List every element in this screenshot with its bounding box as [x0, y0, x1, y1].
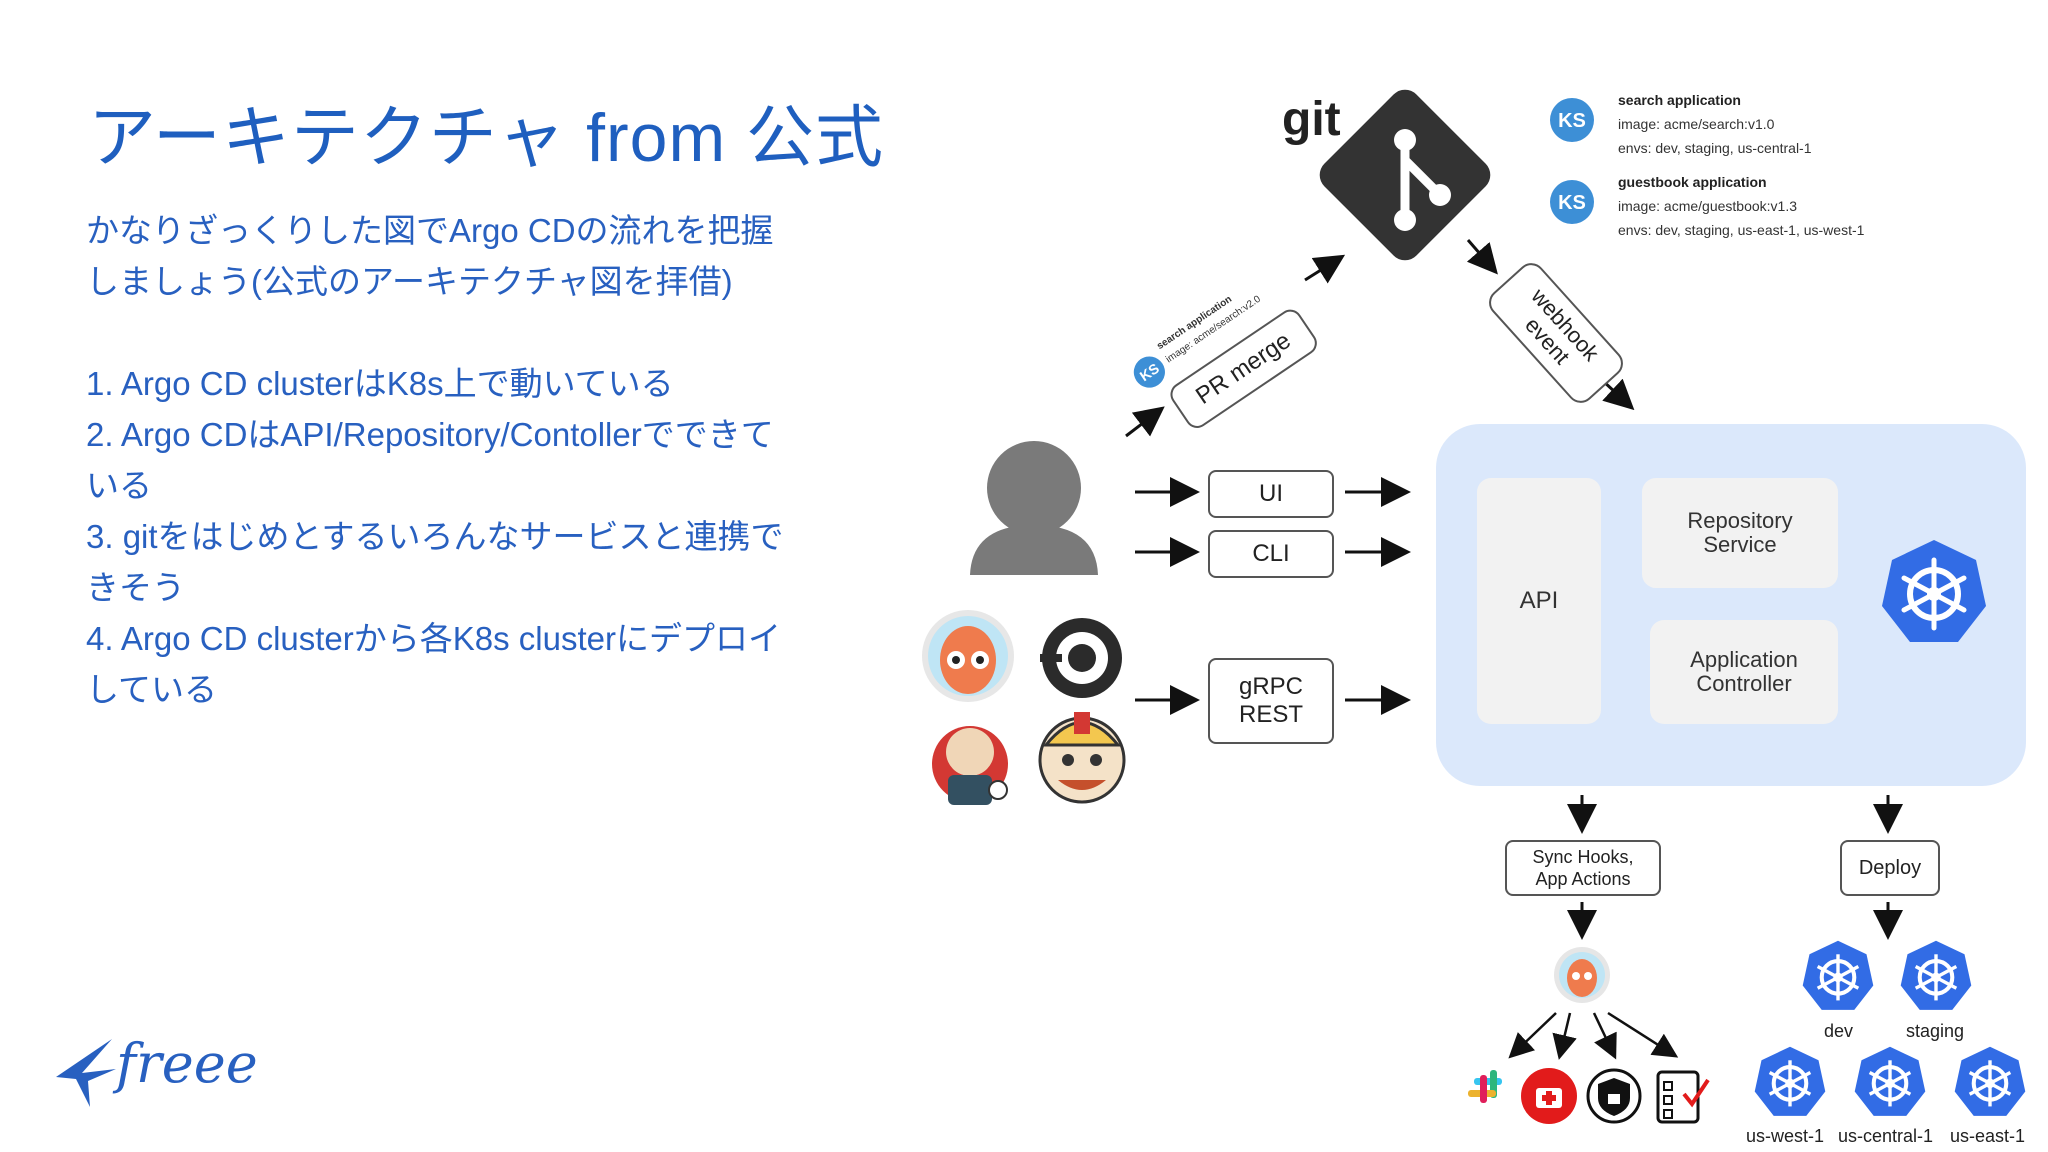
circleci-icon: [1040, 618, 1122, 698]
appctl-line: Application: [1690, 647, 1798, 672]
arrow: [1592, 1012, 1617, 1060]
appctl-line: Controller: [1696, 671, 1792, 696]
intro-line: かなりざっくりした図でArgo CDの流れを把握: [86, 212, 774, 249]
argo-mascot-icon: [1554, 947, 1610, 1003]
env-label: us-west-1: [1746, 1126, 1825, 1146]
logo-text: freee: [116, 1032, 258, 1095]
slide-title: アーキテクチャ from 公式: [88, 100, 885, 176]
checklist-icon: [1656, 1070, 1710, 1124]
point-line: きそう: [86, 569, 185, 606]
arrow: [1552, 1012, 1577, 1060]
sync-line: Sync Hooks,: [1532, 847, 1634, 867]
repository-service: Repository Service: [1642, 478, 1838, 588]
user-icon: [970, 441, 1098, 575]
slide-body: かなりざっくりした図でArgo CDの流れを把握 しましょう(公式のアーキテクチ…: [86, 205, 826, 715]
app-name: search application: [1618, 92, 1741, 108]
repo-line: Service: [1703, 532, 1777, 557]
kustomize-icon: KS: [1548, 178, 1596, 226]
arrow: [1304, 254, 1346, 284]
arrow: [1600, 378, 1635, 411]
first-aid-icon: [1521, 1068, 1577, 1124]
arrow: [1607, 1011, 1679, 1058]
kubernetes-icon: [1898, 938, 1974, 1014]
point-line: している: [86, 671, 218, 708]
sync-line: App Actions: [1535, 869, 1631, 889]
application-controller: Application Controller: [1650, 620, 1838, 724]
grpc-line: gRPC: [1238, 673, 1304, 700]
point-line: 3. gitをはじめとするいろんなサービスと連携で: [86, 518, 784, 555]
freee-logo: freee: [50, 1028, 270, 1118]
arrow: [1508, 1012, 1557, 1059]
kubernetes-icon: [1878, 536, 1990, 648]
grpc-line: REST: [1238, 701, 1303, 728]
git-label: git: [1282, 93, 1341, 146]
grpc-rest-box: gRPC REST: [1208, 658, 1334, 744]
app-image: image: acme/guestbook:v1.3: [1618, 198, 1797, 214]
arrow: [1125, 406, 1165, 438]
env-label: us-east-1: [1950, 1126, 2026, 1146]
env-label: staging: [1906, 1021, 1965, 1041]
app-name: guestbook application: [1618, 174, 1767, 190]
kubernetes-icon: [1952, 1044, 2028, 1120]
kubernetes-icon: [1800, 938, 1876, 1014]
argo-mascot-icon: [922, 610, 1014, 702]
arrow: [1466, 239, 1498, 275]
point-line: 4. Argo CD clusterから各K8s clusterにデプロイ: [86, 620, 781, 657]
svg-text:KS: KS: [1558, 110, 1586, 132]
bird-icon: [56, 1039, 116, 1107]
app-envs: envs: dev, staging, us-east-1, us-west-1: [1618, 222, 1865, 238]
ui-box: UI: [1208, 470, 1334, 518]
repo-line: Repository: [1687, 508, 1793, 533]
svg-text:KS: KS: [1558, 192, 1586, 214]
cli-box: CLI: [1208, 530, 1334, 578]
point-line: 1. Argo CD clusterはK8s上で動いている: [86, 365, 674, 402]
env-label: dev: [1824, 1021, 1854, 1041]
lock-shield-icon: [1586, 1068, 1642, 1124]
travis-ci-icon: [1038, 712, 1126, 804]
api-service: API: [1477, 478, 1601, 724]
git-logo-icon: [1319, 89, 1491, 261]
app-image: image: acme/search:v1.0: [1618, 116, 1775, 132]
kustomize-icon: KS: [1548, 96, 1596, 144]
sync-hooks-box: Sync Hooks, App Actions: [1505, 840, 1661, 896]
env-label: us-central-1: [1838, 1126, 1934, 1146]
kubernetes-icon: [1852, 1044, 1928, 1120]
deploy-box: Deploy: [1840, 840, 1940, 896]
app-envs: envs: dev, staging, us-central-1: [1618, 140, 1812, 156]
intro-line: しましょう(公式のアーキテクチャ図を拝借): [86, 263, 733, 300]
point-line: いる: [86, 467, 152, 504]
jenkins-icon: [932, 726, 1008, 805]
kubernetes-icon: [1752, 1044, 1828, 1120]
point-line: 2. Argo CDはAPI/Repository/Contollerでできて: [86, 416, 774, 453]
slack-icon: [1468, 1070, 1502, 1103]
pr-merge-group: KS search application image: acme/search…: [1107, 227, 1373, 488]
kustomize-icon: KS: [1126, 348, 1173, 395]
